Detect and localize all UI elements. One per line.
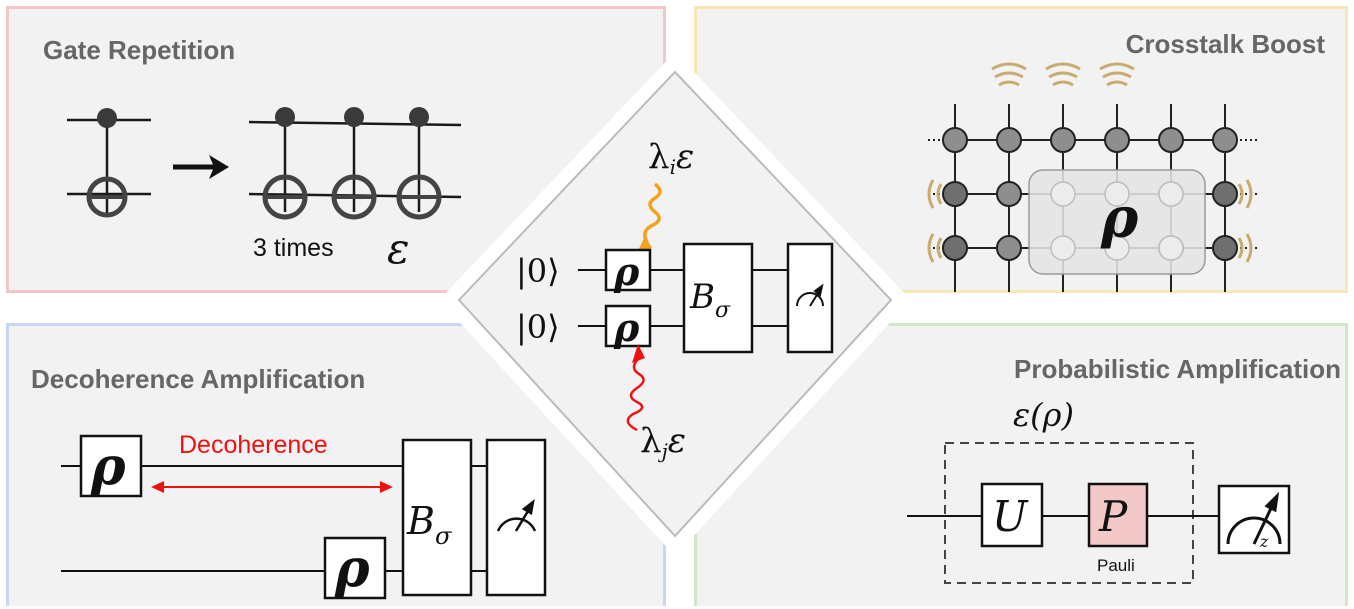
- center-measurement-box: [786, 242, 834, 354]
- repetition-count-label: 3 times: [253, 234, 334, 262]
- p-gate-label: P: [1098, 492, 1128, 541]
- b-sigma-label: Bσ: [406, 499, 452, 550]
- probabilistic-amplification-panel: Probabilistic Amplification ε(ρ) U P Pau…: [694, 323, 1348, 606]
- rho-gate-top-label: ρ: [90, 436, 126, 497]
- channel-label: ε(ρ): [1013, 396, 1074, 434]
- z-label: z: [1259, 532, 1269, 551]
- red-noise-wave-icon: [626, 344, 645, 432]
- measurement-meter-icon: [496, 499, 537, 532]
- single-cnot-gate: [67, 108, 151, 218]
- center-diamond-inner: [457, 70, 893, 538]
- repeated-cnot-gates: [248, 107, 462, 220]
- rho-gate-top: [79, 434, 143, 498]
- u-gate: [980, 482, 1044, 548]
- epsilon-symbol: ε: [387, 224, 410, 273]
- u-gate-label: U: [992, 492, 1029, 541]
- decoherence-amplification-title: Decoherence Amplification: [31, 364, 366, 394]
- lambda-j-label: λjε: [640, 421, 686, 463]
- rho-gate-center-top: [604, 248, 652, 292]
- channel-dashed-box: [944, 442, 1194, 584]
- probabilistic-amplification-title: Probabilistic Amplification: [1014, 354, 1341, 384]
- crosstalk-boost-title: Crosstalk Boost: [1125, 29, 1325, 59]
- ket-bottom: |0⟩: [516, 308, 560, 346]
- gate-repetition-diagram: 3 times ε: [67, 107, 462, 273]
- z-measurement-meter-icon: [1226, 491, 1282, 545]
- decoherence-circuit: ρ ρ Bσ Decoherence: [61, 431, 547, 600]
- center-b-sigma-label: Bσ: [689, 277, 731, 323]
- center-b-sigma-gate: [682, 242, 754, 354]
- rho-gate-bottom-label: ρ: [334, 538, 370, 599]
- probabilistic-circuit: ε(ρ) U P Pauli z: [907, 396, 1291, 584]
- rho-symbol: ρ: [1100, 185, 1139, 251]
- decoherence-double-arrow: [151, 481, 393, 493]
- rho-gate-center-bottom: [604, 304, 652, 348]
- decoherence-label: Decoherence: [179, 431, 328, 459]
- ket-top: |0⟩: [516, 252, 560, 290]
- rho-gate-bottom: [323, 536, 387, 600]
- gate-repetition-panel: Gate Repetition: [6, 6, 666, 293]
- measurement-box: [485, 438, 547, 597]
- rho-center-top-label: ρ: [613, 249, 640, 294]
- crosstalk-lattice-diagram: ρ: [927, 62, 1257, 292]
- lambda-i-label: λiε: [648, 137, 694, 179]
- inner-qubits: [1050, 181, 1184, 261]
- rho-center-bottom-label: ρ: [613, 305, 640, 350]
- pauli-label: Pauli: [1097, 556, 1135, 575]
- transform-arrow-icon: [173, 155, 229, 179]
- b-sigma-gate: [401, 438, 473, 597]
- center-measurement-meter-icon: [796, 283, 824, 307]
- crosstalk-wave-icons: [927, 62, 1253, 263]
- p-gate: [1087, 482, 1149, 548]
- gate-repetition-title: Gate Repetition: [43, 35, 236, 65]
